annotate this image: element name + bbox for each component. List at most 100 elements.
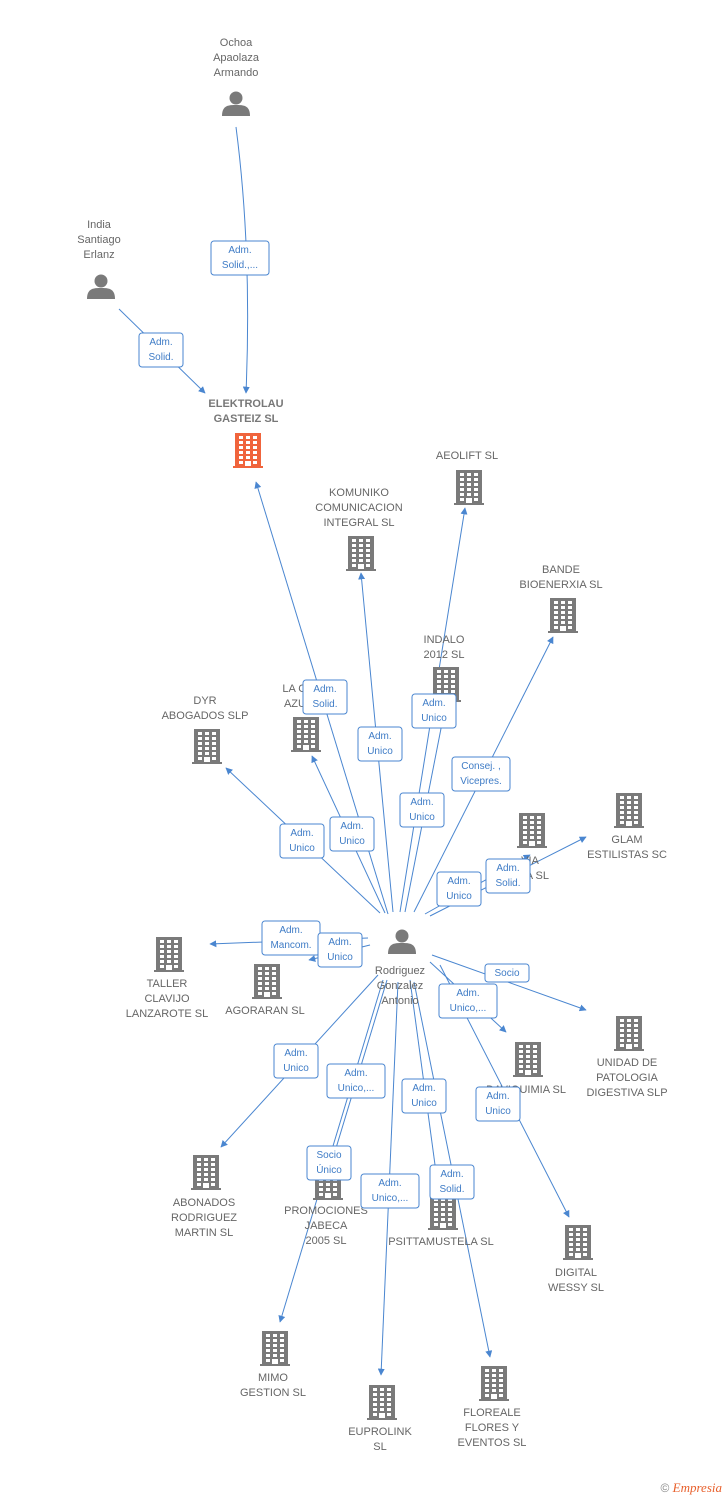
footer-brand: © Empresia: [660, 1480, 722, 1496]
brand-name[interactable]: Empresia: [672, 1480, 722, 1495]
role-badge[interactable]: Adm.Unico: [475, 1086, 521, 1122]
role-badge-box: [317, 932, 363, 968]
role-badge[interactable]: Adm.Unico: [317, 932, 363, 968]
role-badge-text: Adm.: [486, 1091, 509, 1102]
role-badge-box: [475, 1086, 521, 1122]
role-badge[interactable]: Adm.Unico: [401, 1078, 447, 1114]
company-euprolink-label-line: SL: [373, 1441, 386, 1453]
role-badge[interactable]: Adm.Unico: [273, 1043, 319, 1079]
company-node-elektrolau[interactable]: ELEKTROLAU GASTEIZ SL: [208, 398, 284, 468]
company-floreale-label-line: FLOREALE: [463, 1407, 520, 1419]
person-icon: [222, 91, 250, 116]
building-icon: [291, 717, 321, 752]
company-promociones-label-line: 2005 SL: [306, 1235, 347, 1247]
role-badge-text: Vicepres.: [460, 776, 502, 787]
role-badge-text: Adm.: [279, 925, 302, 936]
company-glam-label-line: ESTILISTAS SC: [587, 849, 667, 861]
person-india-label-line: India: [87, 219, 112, 231]
role-badge[interactable]: Adm.Unico: [329, 816, 375, 852]
company-psittamustela-label-line: PSITTAMUSTELA SL: [388, 1236, 494, 1248]
role-badge-text: Solid.: [495, 878, 520, 889]
role-badge-text: Unico: [289, 843, 315, 854]
building-icon: [479, 1366, 509, 1401]
company-komuniko-label-line: KOMUNIKO: [329, 487, 389, 499]
role-badge[interactable]: Adm.Solid.: [485, 858, 531, 894]
role-badge-box: [329, 816, 375, 852]
role-badge-box: [357, 726, 403, 762]
company-mimo-label-line: MIMO: [258, 1372, 288, 1384]
role-badge[interactable]: Adm.Unico,...: [438, 983, 498, 1019]
nodes-layer: OchoaApaolazaArmandoIndiaSantiagoErlanzR…: [77, 37, 667, 1453]
role-badge[interactable]: Adm.Unico,...: [326, 1063, 386, 1099]
role-badge-text: Único: [316, 1163, 342, 1176]
company-dyr-label-line: DYR: [193, 695, 216, 707]
company-node-psittamustela[interactable]: PSITTAMUSTELA SL: [388, 1195, 494, 1248]
role-badge-text: Solid.: [439, 1184, 464, 1195]
role-badge-text: Socio: [494, 968, 519, 979]
role-badge[interactable]: Adm.Unico: [279, 823, 325, 859]
company-node-aeolift[interactable]: AEOLIFT SL: [436, 450, 498, 505]
role-badge[interactable]: Consej. ,Vicepres.: [451, 756, 511, 792]
person-icon: [87, 274, 115, 299]
role-badge-text: Unico,...: [450, 1003, 487, 1014]
role-badge-text: Solid.: [312, 699, 337, 710]
company-unidad-label-line: DIGESTIVA SLP: [586, 1087, 667, 1099]
role-badge-text: Unico: [421, 713, 447, 724]
role-badge[interactable]: Adm.Solid.: [429, 1164, 475, 1200]
role-badge[interactable]: Adm.Solid.,...: [210, 240, 270, 276]
building-icon: [346, 536, 376, 571]
role-badge-text: Unico: [409, 812, 435, 823]
company-floreale-label-line: FLORES Y: [465, 1422, 520, 1434]
building-icon: [454, 470, 484, 505]
role-badge-box: [273, 1043, 319, 1079]
building-icon: [154, 937, 184, 972]
company-indalo-label-line: INDALO: [424, 634, 465, 646]
person-ochoa-label-line: Apaolaza: [213, 52, 260, 64]
company-taller-label-line: LANZAROTE SL: [126, 1008, 209, 1020]
role-badge[interactable]: Adm.Unico: [357, 726, 403, 762]
company-aeolift-label-line: AEOLIFT SL: [436, 450, 498, 462]
role-badge[interactable]: Adm.Solid.: [138, 332, 184, 368]
role-badge[interactable]: Adm.Unico,...: [360, 1173, 420, 1209]
person-india-label-line: Erlanz: [83, 249, 114, 261]
company-bande-label-line: BIOENERXIA SL: [519, 579, 602, 591]
role-badge[interactable]: Adm.Solid.: [302, 679, 348, 715]
role-badge-text: Adm.: [412, 1083, 435, 1094]
role-badge[interactable]: Adm.Unico: [411, 693, 457, 729]
role-badge[interactable]: Socio: [484, 963, 530, 983]
building-icon: [517, 813, 547, 848]
role-badge-text: Unico: [367, 746, 393, 757]
company-abonados-label-line: RODRIGUEZ: [171, 1212, 237, 1224]
role-badge-box: [451, 756, 511, 792]
company-elektrolau-label-line: ELEKTROLAU: [208, 398, 283, 410]
role-badge[interactable]: Adm.Unico: [436, 871, 482, 907]
role-badge-box: [438, 983, 498, 1019]
role-badge[interactable]: Adm.Mancom.: [261, 920, 321, 956]
role-badge-text: Adm.: [410, 797, 433, 808]
role-badge-box: [279, 823, 325, 859]
company-unidad-label-line: UNIDAD DE: [597, 1057, 658, 1069]
role-badge-text: Solid.: [148, 352, 173, 363]
role-badge-box: [302, 679, 348, 715]
role-badge-box: [326, 1063, 386, 1099]
role-badge[interactable]: Adm. Unico: [399, 792, 445, 828]
company-elektrolau-label-line: GASTEIZ SL: [214, 413, 279, 425]
person-ochoa-label-line: Ochoa: [220, 37, 253, 49]
company-node-agoraran[interactable]: AGORARAN SL: [225, 964, 305, 1017]
